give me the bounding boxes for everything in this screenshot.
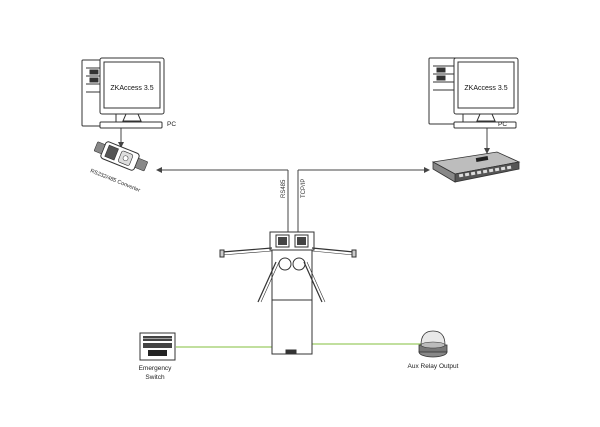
turnstile-base-slot <box>285 349 297 354</box>
left-pc-screen <box>103 61 161 109</box>
emergency-switch-label-line1: Emergency <box>139 365 173 372</box>
converter-label: RS232/485 Converter <box>89 168 141 194</box>
left-pc-keyboard <box>99 121 163 129</box>
right-pc <box>428 57 519 129</box>
converter-link-arrow <box>156 167 162 173</box>
tripod-turnstile <box>219 231 357 355</box>
emergency-switch <box>139 332 176 361</box>
turnstile-rotor-right <box>292 257 306 271</box>
aux-relay-label: Aux Relay Output <box>408 363 459 370</box>
turnstile-arm-down-right <box>303 261 323 303</box>
turnstile-arm-down-left <box>257 261 277 303</box>
network-switch-side <box>432 161 456 183</box>
left-pc-stand <box>122 113 142 122</box>
network-switch-ports <box>458 165 512 178</box>
left-pc <box>81 57 165 129</box>
rs485-label: RS485 <box>281 179 287 198</box>
aux-relay-dome <box>420 330 446 346</box>
right-pc-label: PC <box>498 121 507 128</box>
network-switch <box>431 151 521 183</box>
switch-link-arrow <box>424 167 430 173</box>
turnstile-arm-left <box>221 247 273 253</box>
right-pc-screen-text: ZKAccess 3.5 <box>464 85 507 92</box>
left-pc-label: PC <box>167 121 176 128</box>
right-pc-screen <box>457 61 515 109</box>
turnstile-arm-right <box>311 247 355 253</box>
tcpip-label: TCP/IP <box>301 179 307 198</box>
right-pc-keyboard <box>453 121 517 129</box>
aux-lines <box>176 343 422 348</box>
turnstile-rotor-left <box>278 257 292 271</box>
left-pc-screen-text: ZKAccess 3.5 <box>110 85 153 92</box>
right-pc-stand <box>476 113 496 122</box>
pc-to-switch-arrow <box>484 148 490 154</box>
emergency-switch-label-line2: Switch <box>145 374 165 381</box>
turnstile-cabinet <box>271 231 313 355</box>
pc-to-converter-arrow <box>118 142 124 148</box>
aux-relay-device <box>418 330 448 358</box>
connection-lines <box>118 128 490 232</box>
rs232-485-converter <box>94 141 148 172</box>
